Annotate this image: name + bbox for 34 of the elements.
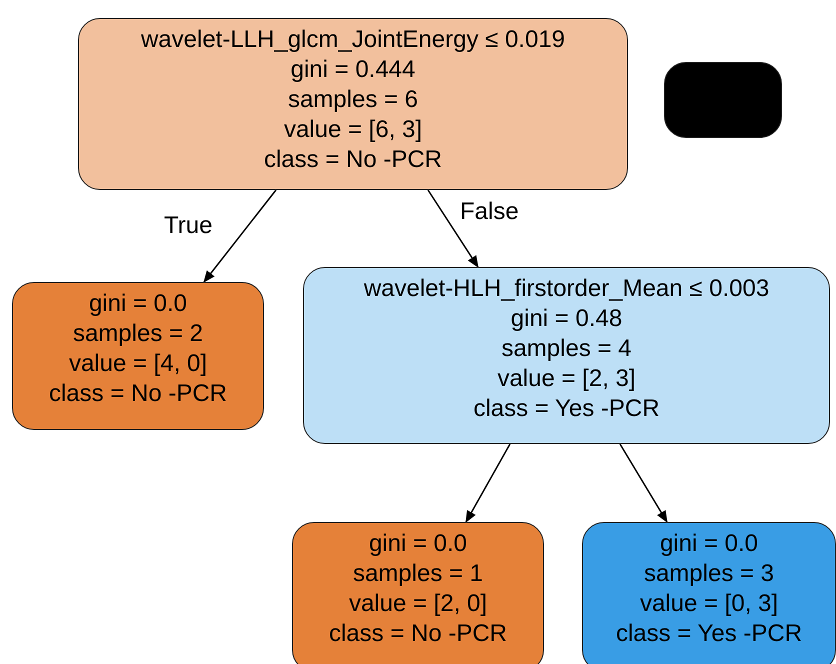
tree-node	[303, 267, 830, 444]
arrow	[203, 190, 277, 283]
node-text: class = No -PCR	[328, 619, 508, 649]
node-text: value = [4, 0]	[68, 349, 208, 379]
tree-node	[582, 522, 836, 664]
node-text: value = [6, 3]	[284, 115, 422, 145]
node-text: gini = 0.48	[510, 304, 622, 334]
empty-node	[664, 62, 782, 138]
tree-node	[12, 282, 264, 430]
tree-node	[78, 18, 628, 190]
node-text: gini = 0.0	[368, 529, 468, 559]
node-text: wavelet-LLH_glcm_JointEnergy ≤ 0.019	[140, 25, 566, 55]
node-text: class = Yes -PCR	[616, 619, 802, 649]
arrow	[427, 190, 479, 268]
node-text: samples = 3	[644, 559, 774, 589]
node-text: samples = 1	[352, 559, 484, 589]
node-text: wavelet-HLH_firstorder_Mean ≤ 0.003	[364, 274, 770, 304]
edge-label: False	[460, 198, 519, 226]
arrow	[619, 444, 668, 523]
node-text: gini = 0.0	[88, 289, 188, 319]
node-text: samples = 2	[72, 319, 204, 349]
edge-label: True	[164, 212, 212, 240]
node-text: value = [0, 3]	[640, 589, 778, 619]
tree-node	[292, 522, 544, 664]
node-text: class = Yes -PCR	[473, 394, 660, 424]
arrow	[465, 444, 511, 523]
node-text: class = No -PCR	[48, 379, 228, 409]
node-text: gini = 0.444	[290, 55, 416, 85]
node-text: samples = 4	[501, 334, 632, 364]
node-text: samples = 6	[288, 85, 418, 115]
node-text: value = [2, 0]	[348, 589, 488, 619]
node-text: value = [2, 3]	[497, 364, 636, 394]
node-text: class = No -PCR	[264, 145, 442, 175]
node-text: gini = 0.0	[660, 529, 758, 559]
